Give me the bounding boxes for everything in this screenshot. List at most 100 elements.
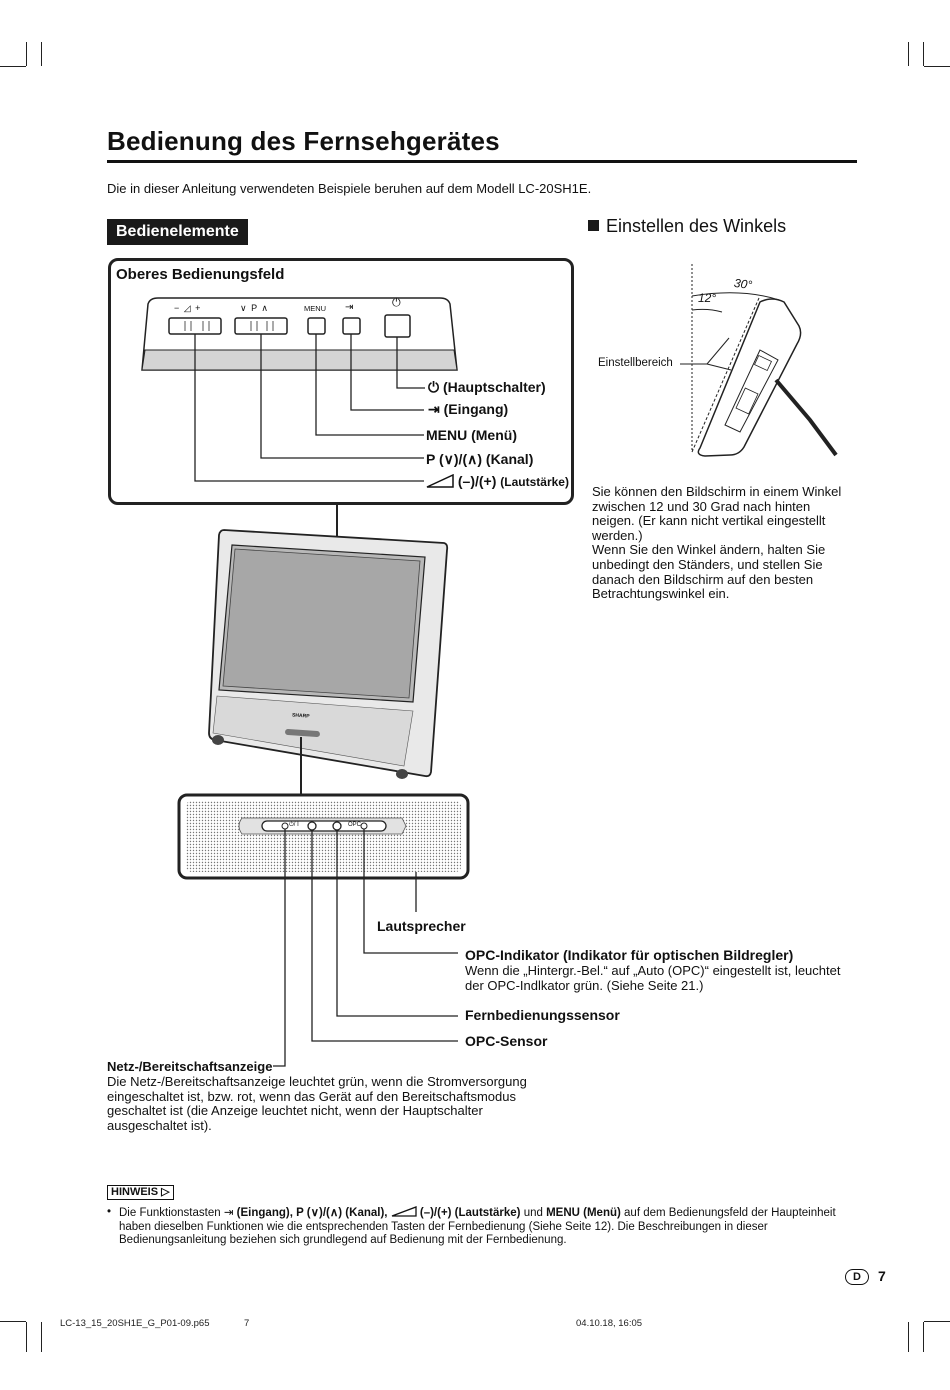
power-icon: ⏻ bbox=[428, 379, 440, 395]
page-number: 7 bbox=[878, 1268, 886, 1284]
power-desc-line: ausgeschaltet ist). bbox=[107, 1117, 212, 1133]
crop-mark bbox=[924, 1321, 950, 1322]
control-panel-illustration bbox=[141, 297, 458, 371]
crop-mark bbox=[41, 42, 42, 66]
power-desc-line: Die Netz-/Bereitschaftsanzeige leuchtet … bbox=[107, 1074, 527, 1089]
note-part: und bbox=[520, 1207, 547, 1219]
angle-text-line: neigen. (Er kann nicht vertikal eingeste… bbox=[592, 513, 826, 529]
opc-indicator-desc: Wenn die „Hintergr.-Bel.“ auf „Auto (OPC… bbox=[465, 963, 865, 993]
callout-power: ⏻ (Hauptschalter) bbox=[428, 379, 546, 396]
angle-diagram bbox=[680, 264, 838, 457]
channel-mid: )/( bbox=[453, 451, 468, 467]
intro-text: Die in dieser Anleitung verwendeten Beis… bbox=[107, 181, 592, 196]
top-panel-frame bbox=[108, 258, 574, 505]
chevron-up-icon: ∧ bbox=[467, 451, 478, 467]
opc-desc-line: Wenn die „Hintergr.-Bel.“ auf „Auto (OPC… bbox=[465, 963, 841, 978]
angle-text-line: Sie können den Bildschirm in einem Winke… bbox=[592, 484, 842, 499]
input-icon: ⇥ bbox=[428, 401, 440, 417]
crop-mark bbox=[923, 1322, 924, 1352]
chevron-up-icon: ∧ bbox=[329, 1207, 339, 1219]
callout-remote-sensor: Fernbedienungssensor bbox=[465, 1007, 620, 1023]
channel-prefix: P ( bbox=[426, 451, 444, 467]
note-part: auf dem Bedienungsfeld der Haupteinheit … bbox=[119, 1207, 836, 1247]
callout-input: ⇥ (Eingang) bbox=[428, 401, 508, 418]
chevron-down-icon: ∨ bbox=[310, 1207, 319, 1219]
note-label-text: HINWEIS bbox=[111, 1186, 159, 1198]
angle-heading-text: Einstellen des Winkels bbox=[606, 216, 787, 236]
tv-illustration bbox=[208, 529, 449, 779]
footer-date: 04.10.18, 16:05 bbox=[576, 1318, 643, 1329]
power-desc-line: eingeschaltet ist, bzw. rot, wenn das Ge… bbox=[107, 1088, 516, 1104]
angle-description: Sie können den Bildschirm in einem Winke… bbox=[592, 484, 862, 602]
angle-text-line: Betrachtungswinkel ein. bbox=[592, 586, 730, 602]
volume-icon bbox=[426, 473, 454, 488]
callout-power-indicator: Netz-/Bereitschaftsanzeige bbox=[107, 1059, 273, 1074]
angle-text-line: unbedingt den Ständers, und stellen Sie bbox=[592, 556, 823, 572]
title-rule bbox=[107, 160, 857, 163]
language-badge: D bbox=[845, 1269, 869, 1285]
arrow-right-icon: ▷ bbox=[161, 1186, 170, 1198]
front-label-opc: OPC bbox=[348, 822, 362, 828]
volume-small-text: (Lautstärke) bbox=[500, 475, 569, 489]
volume-icon bbox=[391, 1206, 417, 1217]
channel-suffix: ) (Kanal) bbox=[477, 451, 534, 467]
page-title: Bedienung des Fernsehgerätes bbox=[107, 126, 500, 156]
angle-12-label: 12° bbox=[698, 291, 717, 305]
crop-mark bbox=[26, 1322, 27, 1352]
note-part: (Eingang), P ( bbox=[233, 1207, 311, 1219]
crop-mark bbox=[924, 66, 950, 67]
chevron-down-icon: ∨ bbox=[443, 451, 454, 467]
front-panel-illustration bbox=[177, 793, 470, 880]
crop-mark bbox=[908, 1322, 909, 1352]
top-panel-leaders bbox=[194, 334, 425, 482]
callout-input-text: (Eingang) bbox=[443, 401, 509, 417]
angle-heading: Einstellen des Winkels bbox=[588, 216, 786, 237]
note-part: ) (Kanal), bbox=[338, 1207, 391, 1219]
callout-opc-sensor: OPC-Sensor bbox=[465, 1033, 548, 1049]
note-text: • Die Funktionstasten ⇥ (Eingang), P (∨)… bbox=[107, 1206, 847, 1248]
note-part: )/( bbox=[319, 1207, 330, 1219]
menu-button-label: MENU bbox=[304, 304, 327, 313]
square-bullet-icon bbox=[588, 220, 599, 231]
power-button-label: ⏻ bbox=[392, 297, 401, 309]
note-part: Die Funktionstasten bbox=[119, 1207, 224, 1219]
bullet-icon: • bbox=[107, 1206, 112, 1218]
crop-mark bbox=[0, 66, 26, 67]
tv-brand-logo: SHARP bbox=[291, 712, 310, 720]
crop-mark bbox=[41, 1322, 42, 1352]
callout-menu: MENU (Menü) bbox=[426, 427, 517, 443]
angle-text-line: werden.) bbox=[592, 527, 643, 543]
callout-volume: (–)/(+) (Lautstärke) bbox=[426, 473, 569, 489]
note-label: HINWEIS ▷ bbox=[107, 1185, 174, 1200]
angle-text-line: zwischen 12 und 30 Grad nach hinten bbox=[592, 498, 811, 514]
front-label-power: ⏻/ I bbox=[289, 822, 299, 828]
callout-speaker: Lautsprecher bbox=[377, 918, 466, 934]
input-button-label: ⇥ bbox=[345, 302, 354, 313]
callout-opc-indicator: OPC-Indikator (Indikator für optischen B… bbox=[465, 947, 794, 963]
crop-mark bbox=[923, 42, 924, 66]
footer-filename: LC-13_15_20SH1E_G_P01-09.p65 bbox=[60, 1318, 210, 1329]
volume-button-label: − ◿ + bbox=[174, 303, 202, 313]
volume-main-text: (–)/(+) bbox=[457, 473, 497, 489]
power-desc-line: geschaltet ist (die Anzeige leuchtet nic… bbox=[107, 1103, 483, 1119]
callout-channel: P (∨)/(∧) (Kanal) bbox=[426, 451, 533, 468]
program-button-label: ∨ P ∧ bbox=[240, 303, 270, 313]
crop-mark bbox=[26, 42, 27, 66]
callout-power-text: (Hauptschalter) bbox=[442, 379, 546, 395]
footer-page: 7 bbox=[244, 1318, 250, 1329]
front-panel-leaders bbox=[273, 829, 458, 1067]
note-part: MENU (Menü) bbox=[546, 1207, 621, 1219]
angle-text-line: danach den Bildschirm auf den besten bbox=[592, 571, 814, 587]
top-panel-title: Oberes Bedienungsfeld bbox=[116, 266, 285, 283]
note-part: (–)/(+) (Lautstärke) bbox=[416, 1207, 521, 1219]
crop-mark bbox=[908, 42, 909, 66]
power-indicator-desc: Die Netz-/Bereitschaftsanzeige leuchtet … bbox=[107, 1074, 557, 1133]
opc-desc-line: der OPC-Indlkator grün. (Siehe Seite 21.… bbox=[465, 977, 704, 993]
angle-30-label: 30° bbox=[733, 275, 754, 293]
input-icon: ⇥ bbox=[223, 1207, 234, 1219]
angle-text-line: Wenn Sie den Winkel ändern, halten Sie bbox=[592, 542, 826, 558]
range-label: Einstellbereich bbox=[598, 357, 673, 369]
section-badge: Bedienelemente bbox=[107, 219, 248, 245]
crop-mark bbox=[0, 1321, 26, 1322]
